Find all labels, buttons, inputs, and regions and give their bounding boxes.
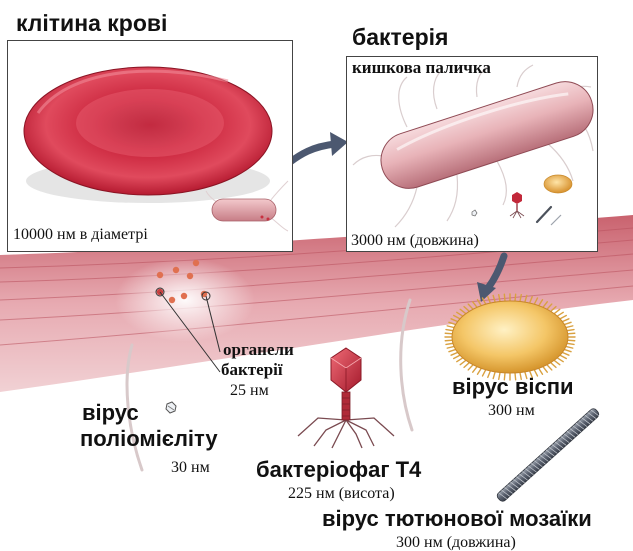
tobacco-mosaic-virus — [496, 407, 601, 503]
phage-label: бактеріофаг Т4 — [256, 459, 421, 481]
bacterium-title: бактерія — [352, 26, 448, 49]
bacteriophage-t4 — [298, 348, 394, 448]
mini-phage — [510, 192, 524, 218]
organelles-label-line2: бактерії — [221, 361, 283, 378]
bacterium-panel: кишкова паличка 3000 нм (довжина) — [346, 56, 598, 252]
blood-cell-panel: 10000 нм в діаметрі — [7, 40, 293, 252]
phage-size-label: 225 нм (висота) — [288, 486, 395, 502]
blood-cell-illustration — [8, 41, 292, 251]
bacterium-illustration — [347, 57, 597, 251]
polio-size-label: 30 нм — [171, 460, 210, 476]
tmv-size-label: 300 нм (довжина) — [396, 535, 516, 551]
bacterium-subtitle: кишкова паличка — [352, 59, 491, 76]
smallpox-size-label: 300 нм — [488, 403, 535, 419]
smallpox-virus — [445, 294, 575, 380]
blood-cell-title: клітина крові — [16, 12, 167, 35]
tmv-label: вірус тютюнової мозаїки — [322, 508, 592, 530]
smallpox-label: вірус віспи — [452, 376, 574, 398]
polio-label-line2: поліомієліту — [80, 428, 218, 450]
polio-virus — [166, 402, 176, 413]
polio-label-line1: вірус — [82, 402, 139, 424]
organelles-size-label: 25 нм — [230, 383, 269, 399]
blood-cell-size-label: 10000 нм в діаметрі — [13, 227, 148, 243]
organelles-label-line1: органели — [223, 341, 294, 358]
bacterium-size-label: 3000 нм (довжина) — [351, 233, 479, 249]
